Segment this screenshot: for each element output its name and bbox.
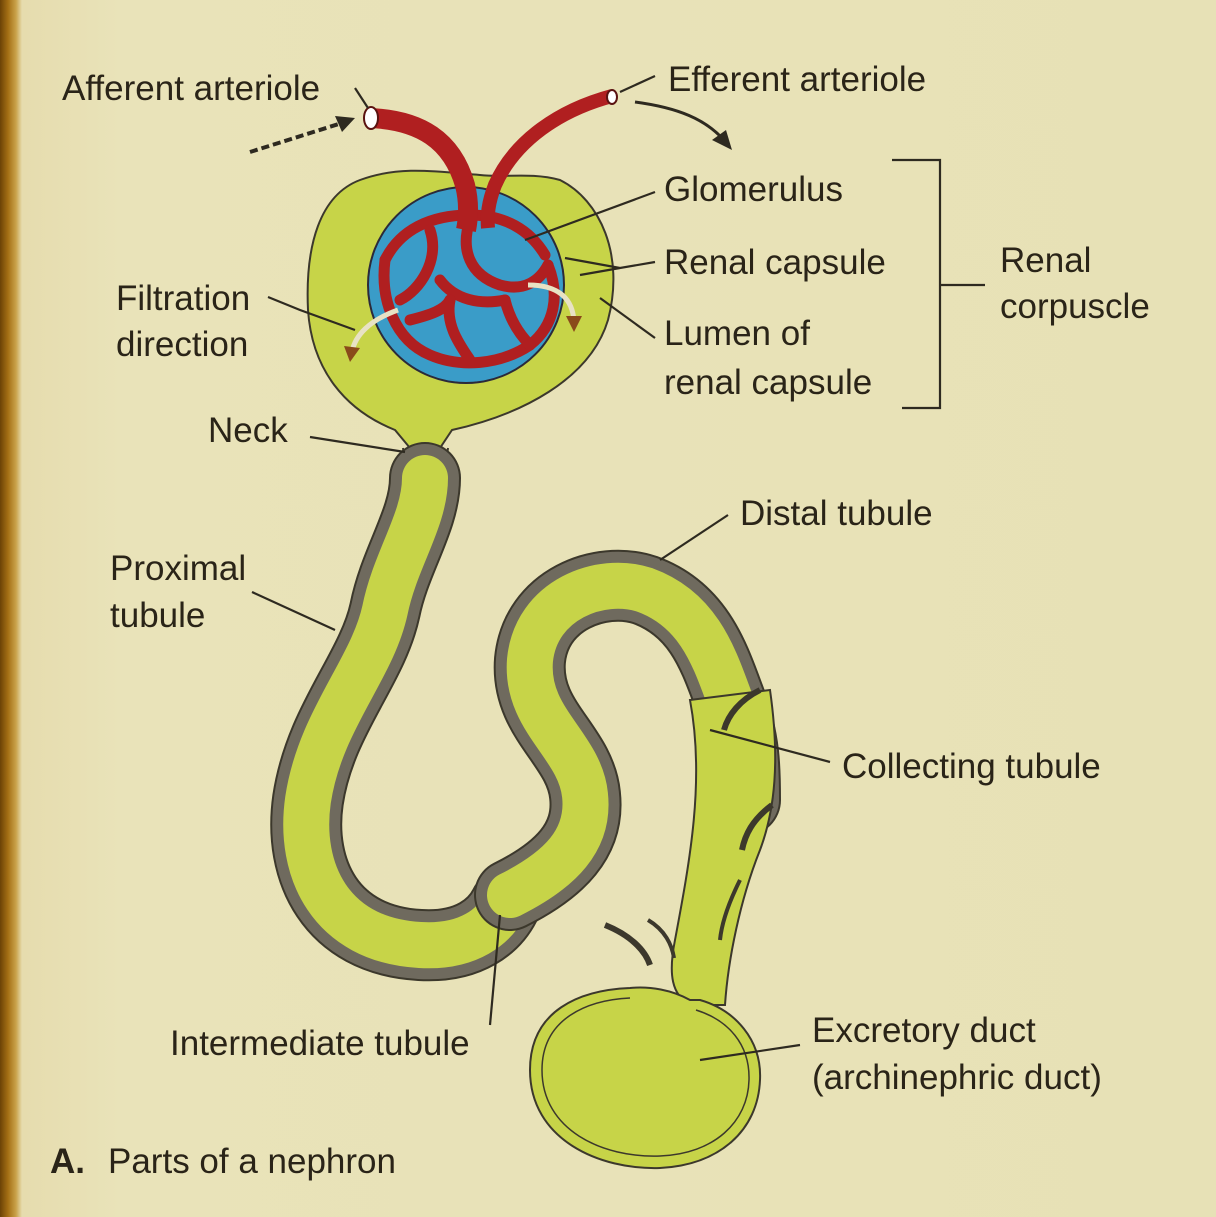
label-lumen-line1: Lumen of xyxy=(664,314,810,353)
label-renal-capsule: Renal capsule xyxy=(664,243,886,282)
label-collecting-tubule: Collecting tubule xyxy=(842,747,1101,786)
label-proximal-line2: tubule xyxy=(110,596,205,635)
caption-letter: A. xyxy=(50,1142,85,1181)
collecting-tubule xyxy=(605,690,775,1005)
label-excretory-line2: (archinephric duct) xyxy=(812,1058,1102,1097)
caption-text: Parts of a nephron xyxy=(108,1142,396,1181)
label-renal-corpuscle-line2: corpuscle xyxy=(1000,287,1150,326)
figure-caption: A. Parts of a nephron xyxy=(50,1142,396,1181)
label-filtration-line1: Filtration xyxy=(116,279,250,318)
label-excretory-line1: Excretory duct xyxy=(812,1011,1036,1050)
label-renal-corpuscle-line1: Renal xyxy=(1000,241,1091,280)
label-distal-tubule: Distal tubule xyxy=(740,494,933,533)
label-intermediate-tubule: Intermediate tubule xyxy=(170,1024,470,1063)
label-efferent-arteriole: Efferent arteriole xyxy=(668,60,926,99)
label-proximal-line1: Proximal xyxy=(110,549,246,588)
label-afferent-arteriole: Afferent arteriole xyxy=(62,69,320,108)
label-glomerulus: Glomerulus xyxy=(664,170,843,209)
label-neck: Neck xyxy=(208,411,288,450)
label-filtration-line2: direction xyxy=(116,325,248,364)
excretory-duct xyxy=(530,988,760,1169)
proximal-tubule xyxy=(306,478,505,945)
label-lumen-line2: renal capsule xyxy=(664,363,872,402)
